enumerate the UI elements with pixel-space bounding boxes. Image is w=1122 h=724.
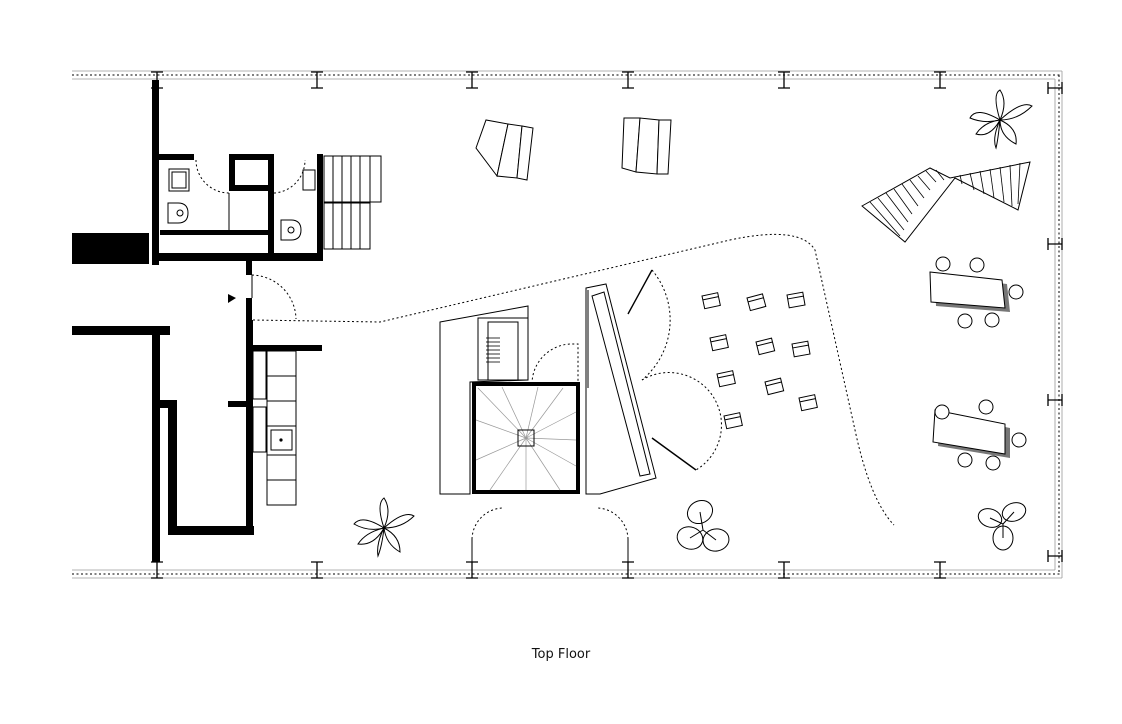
plant-bottom-left	[353, 497, 415, 558]
plant-bottom-center	[676, 499, 730, 552]
lounge-zone-outline	[252, 233, 895, 526]
seat	[755, 337, 776, 356]
entry-arrow-icon	[228, 294, 236, 303]
meeting-table-1	[929, 256, 1024, 329]
seat	[764, 377, 785, 396]
seat	[716, 370, 736, 388]
column-markers	[151, 71, 1063, 579]
walls	[72, 80, 323, 562]
deck-chair-1	[475, 119, 534, 181]
lounge-seats	[701, 291, 818, 430]
glass-doors	[627, 269, 722, 471]
bench-stack	[323, 155, 382, 250]
meeting-table-2	[932, 399, 1027, 471]
plant-bottom-right	[977, 502, 1027, 551]
seat	[798, 394, 818, 412]
seat	[786, 291, 806, 309]
seat	[709, 334, 729, 352]
core-doors	[471, 507, 629, 562]
deck-chair-2	[621, 117, 672, 175]
seat	[746, 293, 767, 312]
drawing-caption: Top Floor	[531, 647, 591, 662]
exterior-envelope	[72, 70, 1063, 579]
seat	[701, 292, 721, 310]
seat	[723, 412, 743, 430]
plant-top-right	[969, 89, 1033, 150]
bathroom-fixtures	[167, 159, 316, 241]
kitchen-counter	[252, 350, 297, 506]
entrance-door	[228, 274, 297, 320]
twisted-bench	[861, 161, 1031, 243]
seat	[791, 340, 811, 358]
stair-core	[439, 283, 657, 495]
